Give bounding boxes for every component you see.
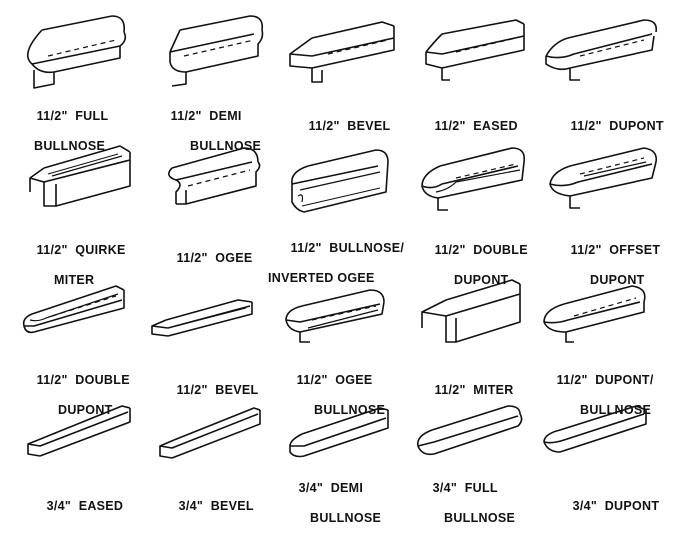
profile-caption: 11/2" DOUBLE DUPONT <box>412 228 528 318</box>
bevel-drawing-icon <box>159 407 261 459</box>
caption-line-2: MITER <box>54 273 95 287</box>
full-bullnose-drawing-icon <box>26 15 127 89</box>
profile-cell-r2c3: 11/2" BULLNOSE/ INVERTED OGEE <box>268 140 404 285</box>
ogee-drawing-icon <box>168 147 261 205</box>
caption-line-1: 11/2" QUIRKE <box>36 243 126 257</box>
dupont-drawing-icon <box>543 405 647 453</box>
profile-caption: 11/2" DUPONT <box>548 104 664 149</box>
eased-drawing-icon <box>27 405 131 457</box>
profile-caption: 11/2" QUIRKE MITER <box>14 228 126 318</box>
caption-line-2: BULLNOSE <box>314 403 386 417</box>
caption-line-2: BULLNOSE <box>34 139 106 153</box>
profile-caption: 11/2" MITER <box>412 368 514 413</box>
profile-cell-r2c1: 11/2" QUIRKE MITER <box>12 140 142 287</box>
quirke-miter-drawing-icon <box>29 145 131 207</box>
caption-line-1: 11/2" BULLNOSE/ <box>290 241 405 255</box>
caption-line-2: DUPONT <box>590 273 645 287</box>
caption-line-1: 11/2" DUPONT/ <box>556 373 654 387</box>
profile-cell-r3c1: 11/2" DOUBLE DUPONT <box>12 280 142 417</box>
profile-caption: 11/2" BULLNOSE/ INVERTED OGEE <box>268 226 404 316</box>
profile-cell-r1c4: 11/2" EASED <box>412 8 542 133</box>
caption-line-1: 11/2" DEMI <box>170 109 242 123</box>
caption-line-1: 11/2" DUPONT <box>570 119 664 133</box>
profile-cell-r3c4: 11/2" MITER <box>412 272 542 397</box>
profile-caption: 11/2" BEVEL <box>154 368 258 413</box>
caption-line-2: BULLNOSE <box>310 511 382 525</box>
double-dupont-drawing-icon <box>421 147 526 211</box>
profile-caption: 11/2" FULL BULLNOSE <box>14 94 108 184</box>
caption-line-1: 11/2" MITER <box>434 383 514 397</box>
bevel-drawing-icon <box>151 299 253 337</box>
caption-line-1: 11/2" BEVEL <box>308 119 391 133</box>
bullnose-inverted-ogee-drawing-icon <box>291 149 389 213</box>
profile-caption: 11/2" DOUBLE DUPONT <box>14 358 130 448</box>
profile-cell-r2c4: 11/2" DOUBLE DUPONT <box>412 140 542 287</box>
profile-caption: 3/4" FULL BULLNOSE <box>410 466 515 556</box>
caption-line-1: 3/4" DEMI <box>298 481 364 495</box>
profile-caption: 3/4" DUPONT <box>550 484 659 529</box>
caption-line-2: BULLNOSE <box>190 139 262 153</box>
offset-dupont-drawing-icon <box>549 147 658 209</box>
eased-drawing-icon <box>425 19 525 81</box>
profile-cell-r4c3: 3/4" DEMI BULLNOSE <box>276 400 406 525</box>
profile-caption: 3/4" BEVEL <box>156 484 254 529</box>
caption-line-1: 11/2" OGEE <box>296 373 373 387</box>
profile-cell-r2c2: 11/2" OGEE <box>146 140 276 265</box>
profile-cell-r3c3: 11/2" OGEE BULLNOSE <box>272 280 402 417</box>
profile-cell-r3c5: 11/2" DUPONT/ BULLNOSE <box>534 280 664 417</box>
profile-caption: 11/2" OFFSET DUPONT <box>548 228 660 318</box>
caption-line-2: DUPONT <box>454 273 509 287</box>
profile-cell-r4c4: 3/4" FULL BULLNOSE <box>408 400 538 525</box>
caption-line-1: 11/2" OFFSET <box>570 243 661 257</box>
profile-caption: 11/2" EASED <box>412 104 518 149</box>
profile-caption: 11/2" DUPONT/ BULLNOSE <box>534 358 654 448</box>
dupont-drawing-icon <box>545 19 658 81</box>
profile-caption: 11/2" OGEE <box>154 236 253 281</box>
double-dupont-drawing-icon <box>22 285 125 334</box>
demi-bullnose-drawing-icon <box>169 15 264 87</box>
caption-line-1: 11/2" DOUBLE <box>36 373 130 387</box>
edge-profile-sheet: 11/2" FULL BULLNOSE 11/2" DEMI BULLNOSE <box>12 8 670 525</box>
profile-cell-r1c3: 11/2" BEVEL <box>282 8 412 133</box>
profile-cell-r2c5: 11/2" OFFSET DUPONT <box>540 140 670 287</box>
caption-line-1: 11/2" FULL <box>36 109 109 123</box>
full-bullnose-drawing-icon <box>416 405 523 456</box>
profile-cell-r3c2: 11/2" BEVEL <box>146 280 276 405</box>
profile-cell-r4c5: 3/4" DUPONT <box>536 400 666 525</box>
profile-cell-r1c2: 11/2" DEMI BULLNOSE <box>146 8 276 153</box>
bevel-drawing-icon <box>289 21 395 83</box>
dupont-bullnose-drawing-icon <box>543 285 646 343</box>
ogee-bullnose-drawing-icon <box>285 289 385 343</box>
caption-line-1: 11/2" DOUBLE <box>434 243 528 257</box>
profile-caption: 3/4" EASED <box>24 484 123 529</box>
miter-drawing-icon <box>421 279 521 343</box>
caption-line-2: DUPONT <box>58 403 113 417</box>
caption-line-2: INVERTED OGEE <box>268 271 375 285</box>
profile-cell-r4c2: 3/4" BEVEL <box>150 400 280 525</box>
caption-line-1: 3/4" EASED <box>46 499 124 513</box>
caption-line-1: 11/2" OGEE <box>176 251 253 265</box>
profile-caption: 11/2" DEMI BULLNOSE <box>148 94 261 184</box>
profile-cell-r1c1: 11/2" FULL BULLNOSE <box>12 8 142 153</box>
profile-cell-r4c1: 3/4" EASED <box>18 400 148 525</box>
caption-line-1: 11/2" EASED <box>434 119 518 133</box>
caption-line-1: 3/4" DUPONT <box>572 499 660 513</box>
caption-line-1: 3/4" BEVEL <box>178 499 254 513</box>
profile-caption: 11/2" OGEE BULLNOSE <box>274 358 385 448</box>
profile-caption: 3/4" DEMI BULLNOSE <box>276 466 381 556</box>
demi-bullnose-drawing-icon <box>289 407 389 458</box>
caption-line-1: 11/2" BEVEL <box>176 383 259 397</box>
caption-line-1: 3/4" FULL <box>432 481 498 495</box>
profile-cell-r1c5: 11/2" DUPONT <box>540 8 670 133</box>
profile-caption: 11/2" BEVEL <box>286 104 390 149</box>
caption-line-2: BULLNOSE <box>444 511 516 525</box>
